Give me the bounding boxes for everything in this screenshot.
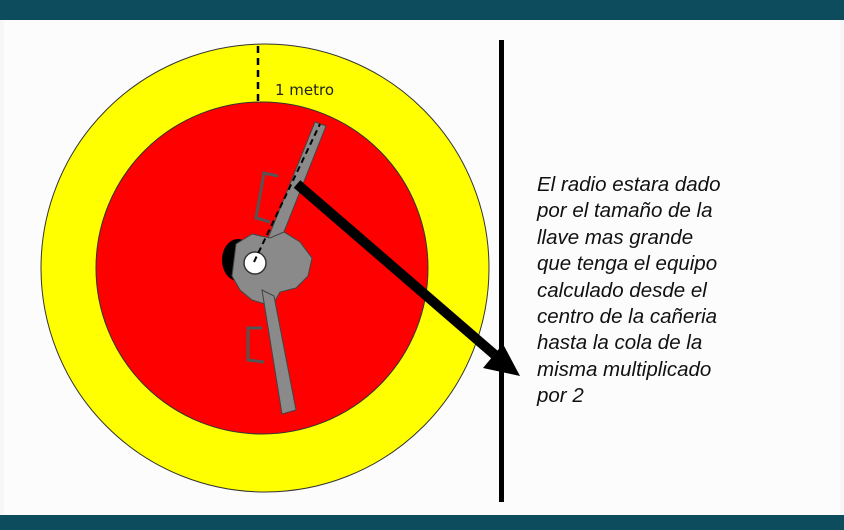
wrench-icon <box>222 121 327 415</box>
explanation-text: El radio estara dado por el tamaño de la… <box>537 173 721 408</box>
bottom-bar <box>0 515 844 530</box>
top-bar <box>0 0 844 20</box>
dimension-label: 1 metro <box>275 81 334 99</box>
divider-line <box>499 40 504 502</box>
radius-line <box>253 123 321 263</box>
